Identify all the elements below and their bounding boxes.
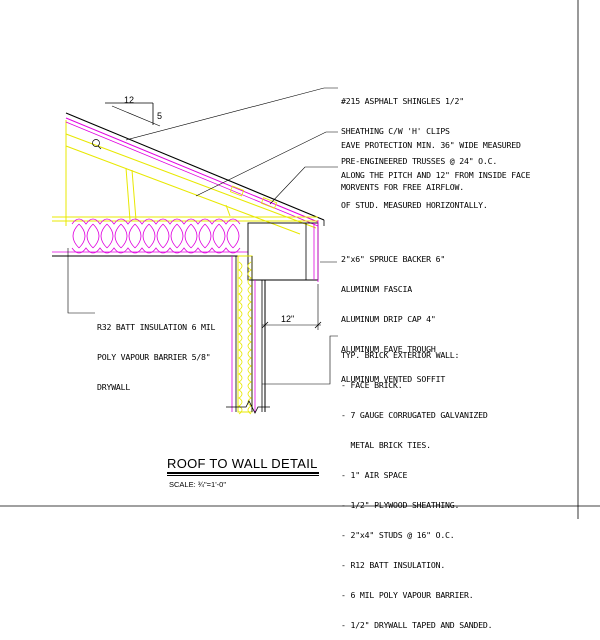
slope-indicator: [105, 102, 161, 127]
title-underline: [167, 472, 319, 474]
wall-note-line: - FACE BRICK.: [341, 380, 403, 390]
drawing-scale: SCALE: ¾"=1'-0": [169, 480, 226, 489]
leaders: [67, 87, 338, 385]
vents-note: MORVENTS FOR FREE AIRFLOW.: [341, 162, 464, 202]
title-underline-thin: [167, 475, 319, 476]
fascia-note: 2"x6" SPRUCE BACKER 6" ALUMINUM FASCIA A…: [341, 234, 445, 394]
drawing-title: ROOF TO WALL DETAIL: [167, 456, 318, 471]
wall-note: TYP. BRICK EXTERIOR WALL: - FACE BRICK. …: [341, 330, 493, 640]
eave-note-line: EAVE PROTECTION MIN. 36" WIDE MEASURED: [341, 140, 521, 150]
roof-assembly: [52, 112, 325, 257]
slope-run-label: 12: [124, 95, 135, 105]
roofing-note-line: #215 ASPHALT SHINGLES 1/2": [341, 96, 464, 106]
wall-note-line: - 1" AIR SPACE: [341, 470, 408, 480]
fascia-note-line: ALUMINUM VENTED SOFFIT: [341, 374, 446, 384]
slope-rise-label: 5: [157, 111, 163, 121]
roofing-note-line: PRE-ENGINEERED TRUSSES @ 24" O.C.: [341, 156, 498, 166]
overhang-dimension: [261, 284, 322, 330]
fascia-soffit: [247, 220, 319, 282]
ceiling-batt-insulation: [71, 218, 241, 254]
brick-wall: [226, 255, 270, 415]
eave-note-line: ALONG THE PITCH AND 12" FROM INSIDE FACE: [341, 170, 531, 180]
ceiling-note-line: DRYWALL: [97, 382, 131, 392]
wall-note-line: TYP. BRICK EXTERIOR WALL:: [341, 350, 460, 360]
wall-note-line: - 1/2" DRYWALL TAPED AND SANDED.: [341, 620, 493, 630]
roofing-note-line: SHEATHING C/W 'H' CLIPS: [341, 126, 450, 136]
fascia-note-line: 2"x6" SPRUCE BACKER 6": [341, 254, 446, 264]
section-marker: [92, 139, 100, 147]
roof-wall-detail-drawing: [0, 0, 600, 519]
wall-note-line: - 6 MIL POLY VAPOUR BARRIER.: [341, 590, 474, 600]
eave-protection-note: EAVE PROTECTION MIN. 36" WIDE MEASURED A…: [341, 120, 530, 220]
eave-note-line: OF STUD. MEASURED HORIZONTALLY.: [341, 200, 488, 210]
ceiling-note-line: POLY VAPOUR BARRIER 5/8": [97, 352, 211, 362]
wall-note-line: - 7 GAUGE CORRUGATED GALVANIZED: [341, 410, 488, 420]
wall-note-line: - R12 BATT INSULATION.: [341, 560, 446, 570]
ceiling-note: R32 BATT INSULATION 6 MIL POLY VAPOUR BA…: [97, 302, 215, 402]
ceiling-note-line: R32 BATT INSULATION 6 MIL: [97, 322, 216, 332]
wall-note-line: METAL BRICK TIES.: [341, 440, 431, 450]
vents-note-line: MORVENTS FOR FREE AIRFLOW.: [341, 182, 464, 192]
wall-note-line: - 1/2" PLYWOOD SHEATHING.: [341, 500, 460, 510]
wall-note-line: - 2"x4" STUDS @ 16" O.C.: [341, 530, 455, 540]
fascia-note-line: ALUMINUM FASCIA: [341, 284, 412, 294]
fascia-note-line: ALUMINUM DRIP CAP 4": [341, 314, 436, 324]
overhang-dimension-label: 12": [281, 314, 295, 324]
fascia-note-line: ALUMINUM EAVE TROUGH: [341, 344, 436, 354]
roofing-note: #215 ASPHALT SHINGLES 1/2" SHEATHING C/W…: [341, 76, 497, 176]
